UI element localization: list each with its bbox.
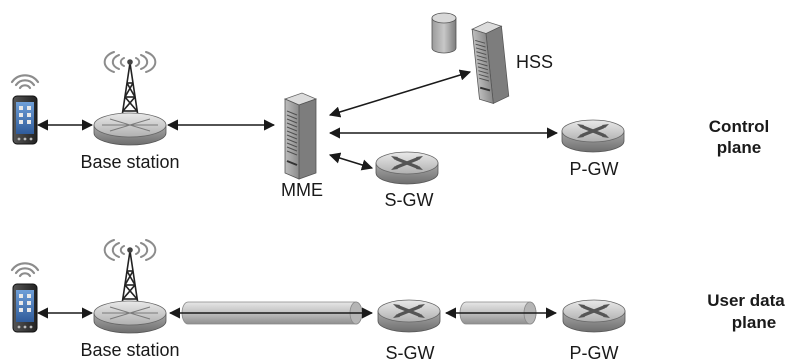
control-sgw-label: S-GW — [385, 190, 434, 210]
mme-label: MME — [281, 180, 323, 200]
smartphone-icon — [10, 74, 40, 145]
tunnel-basestation-sgw — [168, 301, 374, 325]
base-station-icon — [93, 51, 167, 146]
router-icon — [561, 298, 627, 334]
user-sgw-label: S-GW — [386, 343, 435, 362]
control-plane-label-line1: Control — [709, 117, 769, 136]
user-plane-label-line1: User data — [707, 291, 785, 310]
base-station-icon — [93, 239, 167, 334]
hss-label: HSS — [516, 52, 553, 72]
router-icon — [376, 298, 442, 334]
smartphone-icon — [10, 262, 40, 333]
control-base-station-label: Base station — [80, 152, 179, 172]
router-icon — [374, 150, 440, 186]
router-icon — [560, 118, 626, 154]
tunnel-sgw-pgw — [444, 301, 558, 325]
database-icon — [431, 12, 457, 54]
user-plane-label-line2: plane — [732, 313, 776, 332]
server-icon — [284, 92, 317, 180]
link-mme-sgw — [328, 152, 374, 171]
control-plane: Base station MME HSS S-GW P-GW Con — [10, 12, 769, 210]
user-data-plane: Base station S-GW P-GW User data plane — [10, 239, 785, 362]
control-pgw-label: P-GW — [570, 159, 619, 179]
control-plane-label-line2: plane — [717, 138, 761, 157]
server-with-database-icon — [431, 12, 511, 106]
user-pgw-label: P-GW — [570, 343, 619, 362]
link-mme-hss — [328, 69, 472, 118]
user-base-station-label: Base station — [80, 340, 179, 360]
